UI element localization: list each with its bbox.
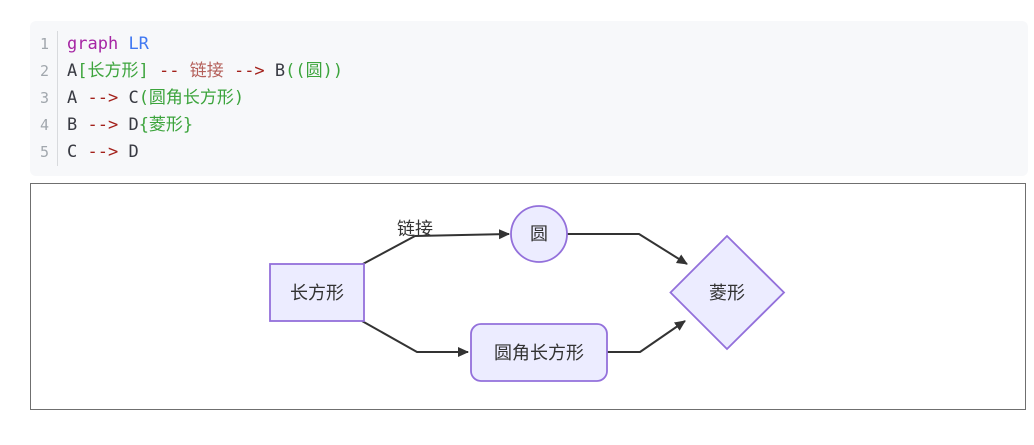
code-token: A xyxy=(67,61,78,81)
diamond-node xyxy=(669,234,786,351)
edge-b-to-d xyxy=(567,233,688,265)
code-token: -- xyxy=(158,61,180,81)
line-number: 1 xyxy=(39,35,49,53)
code-token: (圆角长方形) xyxy=(138,88,245,108)
edge-a-to-b xyxy=(360,229,510,266)
edge-label: 链接 xyxy=(397,219,433,239)
code-token: C xyxy=(67,142,88,162)
code-token: --> xyxy=(87,115,119,135)
code-token: ((圆)) xyxy=(285,61,344,81)
rect-node xyxy=(269,263,365,322)
code-line: A[长方形] -- 链接 --> B((圆)) xyxy=(67,58,1028,85)
edge-c-to-d xyxy=(607,320,686,353)
rounded-rect-node xyxy=(470,323,608,382)
code-token: {菱形} xyxy=(138,115,194,135)
code-token xyxy=(149,61,159,81)
code-token: --> xyxy=(87,88,119,108)
rounded-rect-node-label: 圆角长方形 xyxy=(494,343,584,363)
code-token: [长方形] xyxy=(77,61,149,81)
code-token: graph xyxy=(67,34,119,54)
code-line: graph LR xyxy=(67,31,1028,58)
line-number: 5 xyxy=(39,143,49,161)
code-token: D xyxy=(118,115,139,135)
code-line: A --> C(圆角长方形) xyxy=(67,85,1028,112)
flowchart-svg: 链接 长方形 圆 圆角长方形 菱形 xyxy=(269,205,786,382)
edge-a-to-c xyxy=(361,320,469,357)
code-token: --> xyxy=(87,142,119,162)
flowchart-panel: 链接 长方形 圆 圆角长方形 菱形 xyxy=(30,183,1026,410)
line-number: 4 xyxy=(39,116,49,134)
code-token: 链接 xyxy=(179,61,234,81)
code-token: A xyxy=(67,88,88,108)
line-number-gutter: 1 2 3 4 5 xyxy=(30,31,58,166)
code-token: LR xyxy=(128,34,149,54)
code-token xyxy=(118,34,128,54)
code-line: C --> D xyxy=(67,139,1028,166)
diamond-node-label: 菱形 xyxy=(709,283,745,303)
circle-node-label: 圆 xyxy=(530,224,548,244)
line-number: 2 xyxy=(39,62,49,80)
line-number: 3 xyxy=(39,89,49,107)
rect-node-label: 长方形 xyxy=(290,283,344,303)
code-token: B xyxy=(67,115,88,135)
code-line: B --> D{菱形} xyxy=(67,112,1028,139)
code-token: B xyxy=(264,61,286,81)
code-token: D xyxy=(118,142,139,162)
code-token: --> xyxy=(233,61,265,81)
code-token: C xyxy=(118,88,139,108)
circle-node xyxy=(510,205,568,263)
